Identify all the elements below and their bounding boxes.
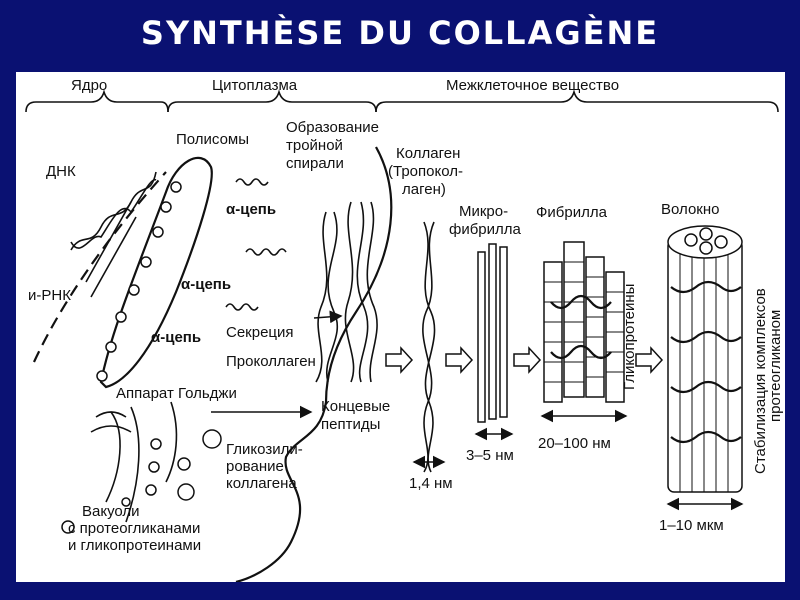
microfibril-label-line2: фибрилла [449,221,522,238]
vacuoles-label-line3: и гликопротеинами [68,537,201,554]
tropocollagen-helix [422,221,436,473]
polysomes-label: Полисомы [176,131,249,148]
stage-arrows [385,346,664,374]
region-cytoplasm-label: Цитоплазма [212,77,298,94]
fibril-dimension: 20–100 нм [538,435,611,452]
end-peptides-label-line1: Концевые [321,398,390,415]
diagram-panel: Ядро Цитоплазма Межклеточное вещество ДН… [16,72,785,582]
microfibril-label-line1: Микро- [459,203,508,220]
alpha-chain-wiggles [225,178,287,311]
fibril-label: Фибрилла [536,204,608,221]
mrna-strands [85,201,137,298]
region-extracellular-label: Межклеточное вещество [446,77,619,94]
glycosylation-label-line3: коллагена [226,475,297,492]
microfibril-rods [477,243,508,423]
region-braces [25,89,779,113]
triple-helix-label-line2: тройной [286,137,343,154]
collagen-label-line2: (Тропокол- [388,163,463,180]
nuclear-envelope [33,171,167,363]
alpha-chain-label-3: α-цепь [151,329,201,346]
collagen-dimension: 1,4 нм [409,475,453,492]
glycosylation-vesicles [61,429,222,534]
er-membrane [99,156,213,389]
cell-membrane [235,146,393,582]
stabilization-label-line2: протеогликаном [767,310,784,422]
alpha-chain-label-1: α-цепь [226,201,276,218]
triple-helix-label-line1: Образование [286,119,379,136]
fiber-bundle [667,225,743,493]
collagen-label-line3: лаген) [402,181,446,198]
glycosylation-label-line2: рование [226,458,284,475]
glycosylation-label-line1: Гликозили- [226,441,303,458]
triple-helix-label-line3: спирали [286,155,344,172]
golgi-stacks [90,401,178,523]
procollagen-label: Проколлаген [226,353,316,370]
end-peptides-label-line2: пептиды [321,416,380,433]
dna-helix [70,171,157,251]
microfibril-dimension: 3–5 нм [466,447,514,464]
glycoproteins-label: Гликопротеины [621,284,638,390]
secretion-label: Секреция [226,324,294,341]
vacuoles-label-line1: Вакуоли [82,503,140,520]
golgi-label: Аппарат Гольджи [116,385,237,402]
fiber-dimension: 1–10 мкм [659,517,724,534]
secretion-arrow [313,310,343,324]
polysome-dots [96,181,182,382]
fiber-label: Волокно [661,201,719,218]
procollagen-strands [344,201,378,383]
vacuoles-label-line2: с протеогликанами [68,520,200,537]
collagen-label-line1: Коллаген [396,145,460,162]
collagen-synthesis-diagram: Ядро Цитоплазма Межклеточное вещество ДН… [25,77,784,582]
alpha-chain-label-2: α-цепь [181,276,231,293]
region-nucleus-label: Ядро [71,77,107,94]
dna-label: ДНК [46,163,76,180]
stabilization-label-line1: Стабилизация комплексов [752,288,769,474]
mrna-label: и-РНК [28,287,71,304]
slide-title: SYNTHÈSE DU COLLAGÈNE [140,14,660,52]
fibril-bundle [543,241,625,403]
